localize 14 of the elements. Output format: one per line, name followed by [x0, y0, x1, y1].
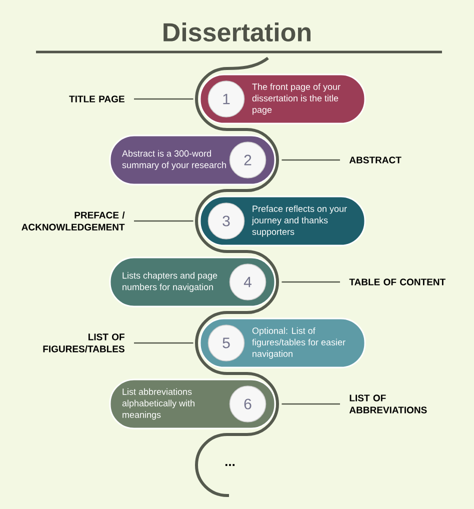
section-label: LIST OF FIGURES/TABLES	[43, 334, 124, 352]
connector-line	[282, 159, 340, 161]
connector-line	[282, 403, 340, 405]
connector-line	[134, 342, 194, 344]
connector-line	[134, 220, 194, 222]
connector-line	[134, 98, 194, 100]
title: Dissertation	[164, 22, 310, 42]
section-label: TITLE PAGE	[69, 96, 124, 102]
section-label: LIST OF ABBREVIATIONS	[349, 394, 427, 414]
section-label: ABSTRACT	[349, 156, 402, 164]
section-label: TABLE OF CONTENT	[349, 278, 446, 286]
ellipsis: ...	[225, 464, 235, 466]
section-label: PREFACE / ACKNOWLEDGEMENT	[22, 212, 125, 230]
connector-line	[282, 281, 340, 283]
